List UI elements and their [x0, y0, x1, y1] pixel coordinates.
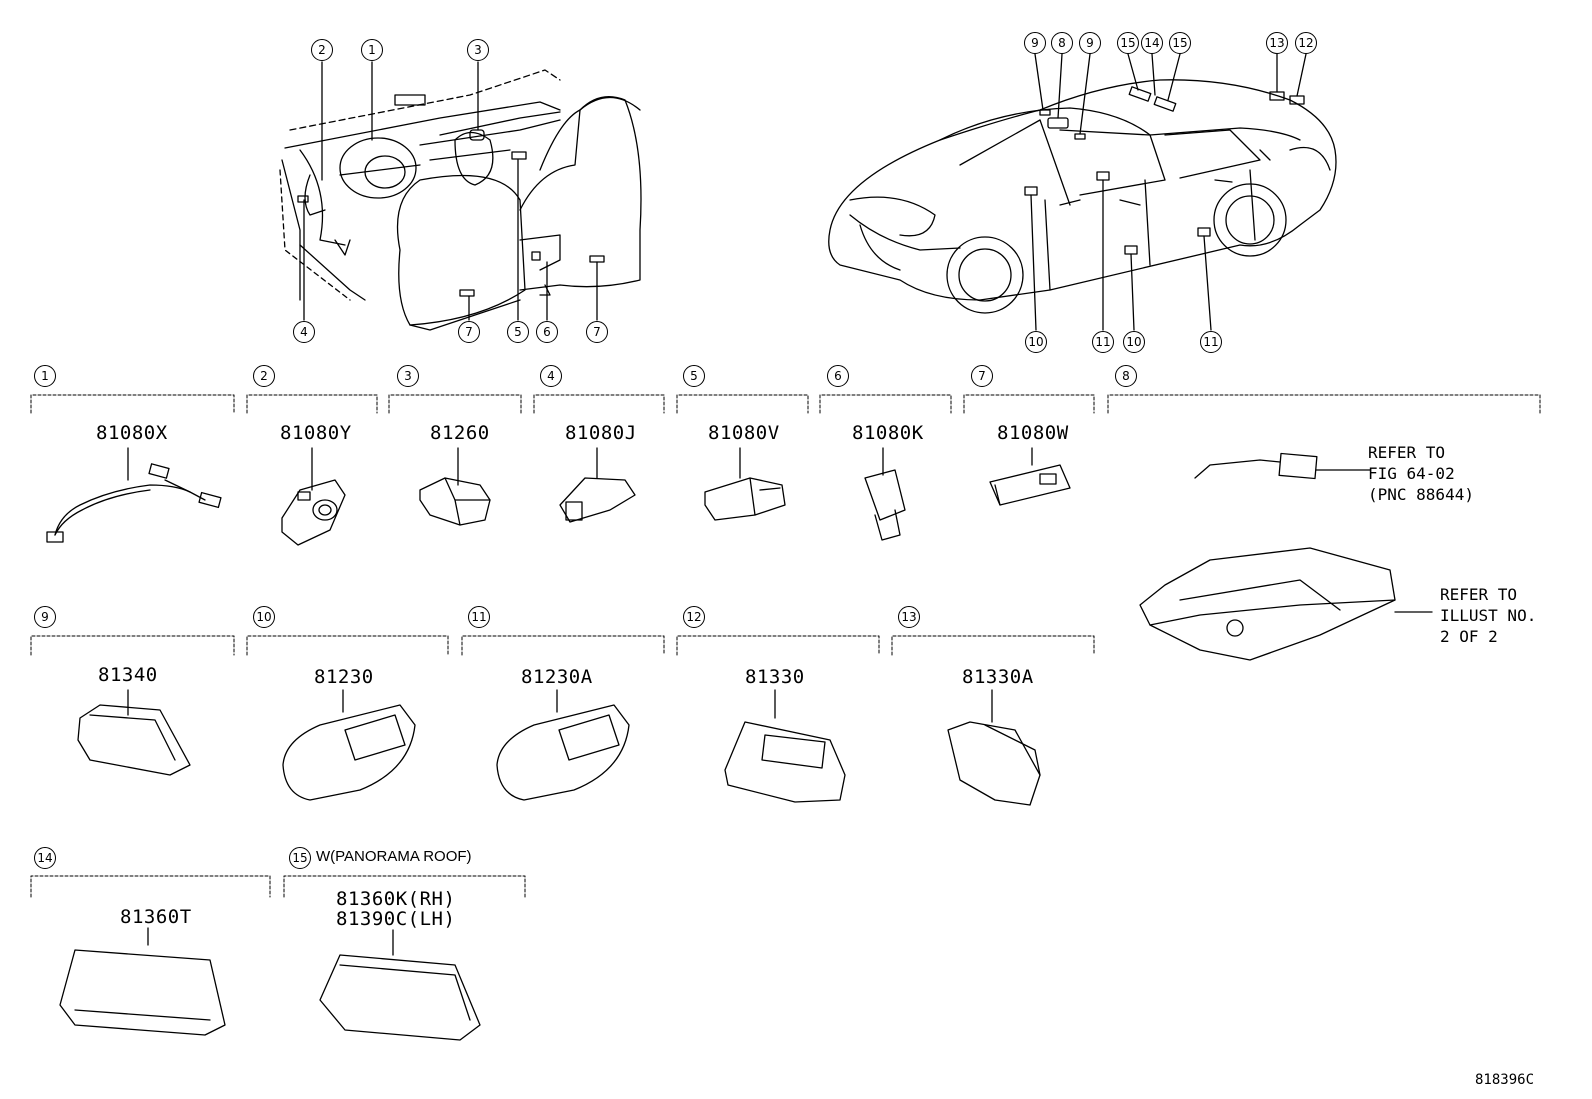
- group-index: 6: [827, 365, 849, 387]
- interior-callout: 6: [536, 321, 558, 343]
- exterior-callout: 15: [1169, 32, 1191, 54]
- exterior-callout: 13: [1266, 32, 1288, 54]
- exterior-callout: 8: [1051, 32, 1073, 54]
- part-number-rh: 81360K(RH): [336, 888, 456, 910]
- exterior-illustration: [828, 53, 1337, 331]
- part-number: 81080V: [708, 422, 780, 444]
- note-line: FIG 64-02: [1368, 464, 1455, 483]
- exterior-callout: 11: [1200, 331, 1222, 353]
- part-number: 81340: [98, 664, 158, 686]
- note-line: (PNC 88644): [1368, 485, 1474, 504]
- interior-callout: 4: [293, 321, 315, 343]
- part-number: 81330A: [962, 666, 1034, 688]
- part-81080Y: [281, 447, 346, 546]
- group-index: 4: [540, 365, 562, 387]
- exterior-callout: 14: [1141, 32, 1163, 54]
- group-index: 10: [253, 606, 275, 628]
- part-number: 81230: [314, 666, 374, 688]
- group-index: 13: [898, 606, 920, 628]
- part-81340: [77, 689, 191, 776]
- part-number-lh: 81390C(LH): [336, 908, 456, 930]
- part-81080K: [864, 447, 906, 541]
- part-number: 81080K: [852, 422, 924, 444]
- part-81080W: [989, 447, 1071, 506]
- part-number: 81260: [430, 422, 490, 444]
- interior-callout: 1: [361, 39, 383, 61]
- group-index: 5: [683, 365, 705, 387]
- part-number: 81360T: [120, 906, 192, 928]
- exterior-callout: 9: [1024, 32, 1046, 54]
- interior-callout: 2: [311, 39, 333, 61]
- part-81080J: [559, 447, 636, 523]
- interior-callout: 7: [586, 321, 608, 343]
- part-drawings: [46, 447, 1433, 1041]
- note-line: REFER TO: [1440, 585, 1518, 604]
- diagram-code: 818396C: [1475, 1072, 1535, 1088]
- interior-illustration: [279, 61, 642, 331]
- part-number: 81080W: [997, 422, 1069, 444]
- interior-callout: 7: [458, 321, 480, 343]
- part-number: 81080J: [565, 422, 637, 444]
- exterior-callout: 11: [1092, 331, 1114, 353]
- exterior-callout: 10: [1025, 331, 1047, 353]
- part-number: 81080X: [96, 422, 168, 444]
- reference-note-illust: REFER TO ILLUST NO. 2 OF 2: [1440, 584, 1536, 647]
- part-81230: [282, 689, 416, 801]
- part-81330A: [947, 689, 1041, 806]
- part-81080X: [46, 447, 222, 543]
- part-81330: [724, 689, 846, 803]
- group-index: 12: [683, 606, 705, 628]
- part-81360T: [59, 927, 226, 1036]
- exterior-callout: 12: [1295, 32, 1317, 54]
- group-index: 1: [34, 365, 56, 387]
- reference-note-fig: REFER TO FIG 64-02 (PNC 88644): [1368, 442, 1474, 505]
- group-index: 11: [468, 606, 490, 628]
- interior-callout: 3: [467, 39, 489, 61]
- group-index: 2: [253, 365, 275, 387]
- part-81230A: [496, 689, 630, 801]
- group-index: 14: [34, 847, 56, 869]
- group-index: 9: [34, 606, 56, 628]
- exterior-callout: 15: [1117, 32, 1139, 54]
- part-81260: [419, 447, 491, 526]
- exterior-callout: 10: [1123, 331, 1145, 353]
- group-index: 15: [289, 847, 311, 869]
- part-group-8-drawing: [1139, 452, 1433, 661]
- group-index: 7: [971, 365, 993, 387]
- part-number: 81330: [745, 666, 805, 688]
- part-number: 81080Y: [280, 422, 352, 444]
- note-line: REFER TO: [1368, 443, 1446, 462]
- interior-callout: 5: [507, 321, 529, 343]
- part-81360K-81390C: [319, 929, 481, 1041]
- note-line: ILLUST NO.: [1440, 606, 1537, 625]
- part-81080V: [704, 447, 786, 521]
- condition-label: W(PANORAMA ROOF): [316, 848, 472, 865]
- group-brackets: [30, 394, 1541, 898]
- group-index: 3: [397, 365, 419, 387]
- group-index: 8: [1115, 365, 1137, 387]
- note-line: 2 OF 2: [1440, 627, 1498, 646]
- exterior-callout: 9: [1079, 32, 1101, 54]
- part-number: 81230A: [521, 666, 593, 688]
